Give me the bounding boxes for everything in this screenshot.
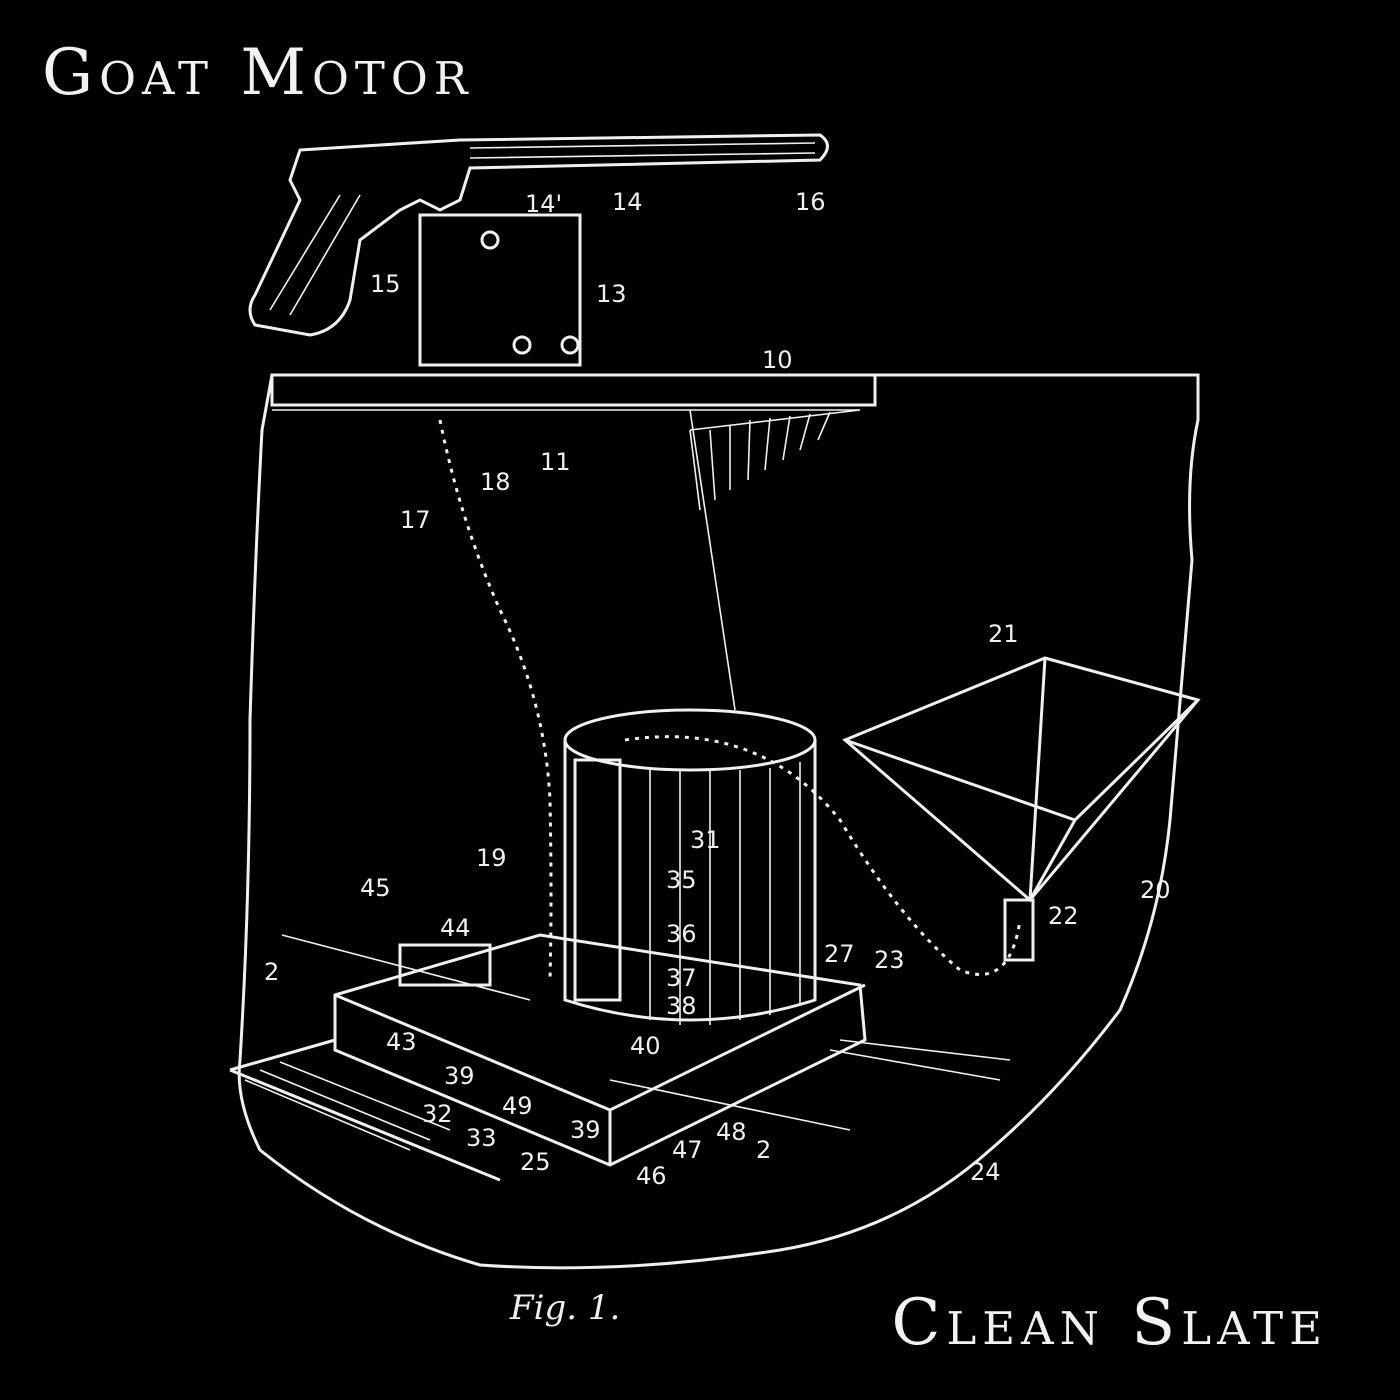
callout-10: 10 <box>762 346 793 374</box>
callout-43: 43 <box>386 1028 417 1056</box>
callout-2-left: 2 <box>264 958 279 986</box>
callout-23: 23 <box>874 946 905 974</box>
table-shading <box>689 411 831 511</box>
callout-48: 48 <box>716 1118 747 1146</box>
callout-37: 37 <box>666 964 697 992</box>
callout-40: 40 <box>630 1032 661 1060</box>
hose-return <box>624 735 1022 976</box>
band-name: Goat Motor <box>42 36 474 110</box>
callout-47: 47 <box>672 1136 703 1164</box>
callout-2-right: 2 <box>756 1136 771 1164</box>
canister <box>563 708 817 1025</box>
callout-22: 22 <box>1048 902 1079 930</box>
callout-45: 45 <box>360 874 391 902</box>
figure-caption: Fig. 1. <box>510 1288 621 1328</box>
callout-25: 25 <box>520 1148 551 1176</box>
callout-19: 19 <box>476 844 507 872</box>
callout-16: 16 <box>795 188 826 216</box>
table-top <box>270 373 877 407</box>
callout-46: 46 <box>636 1162 667 1190</box>
callout-14: 14 <box>612 188 643 216</box>
callout-13: 13 <box>596 280 627 308</box>
hose-feed <box>438 419 553 981</box>
callout-35: 35 <box>666 866 697 894</box>
gun <box>248 133 829 367</box>
callout-17: 17 <box>400 506 431 534</box>
callout-39-left: 39 <box>444 1062 475 1090</box>
callout-15: 15 <box>370 270 401 298</box>
callout-49: 49 <box>502 1092 533 1120</box>
callout-39-right: 39 <box>570 1116 601 1144</box>
callout-32: 32 <box>422 1100 453 1128</box>
callout-38: 38 <box>666 992 697 1020</box>
base <box>229 933 1011 1182</box>
callout-18: 18 <box>480 468 511 496</box>
table-outline <box>237 373 1200 1270</box>
callout-14prime: 14' <box>525 190 562 218</box>
funnel <box>842 656 1201 962</box>
callout-21: 21 <box>988 620 1019 648</box>
callout-27: 27 <box>824 940 855 968</box>
callout-44: 44 <box>440 914 471 942</box>
callout-33: 33 <box>466 1124 497 1152</box>
album-title: Clean Slate <box>891 1286 1328 1360</box>
callout-11: 11 <box>540 448 571 476</box>
table-edge <box>272 409 861 711</box>
callout-24: 24 <box>970 1158 1001 1186</box>
callout-20: 20 <box>1140 876 1171 904</box>
callout-31: 31 <box>690 826 721 854</box>
callout-36: 36 <box>666 920 697 948</box>
